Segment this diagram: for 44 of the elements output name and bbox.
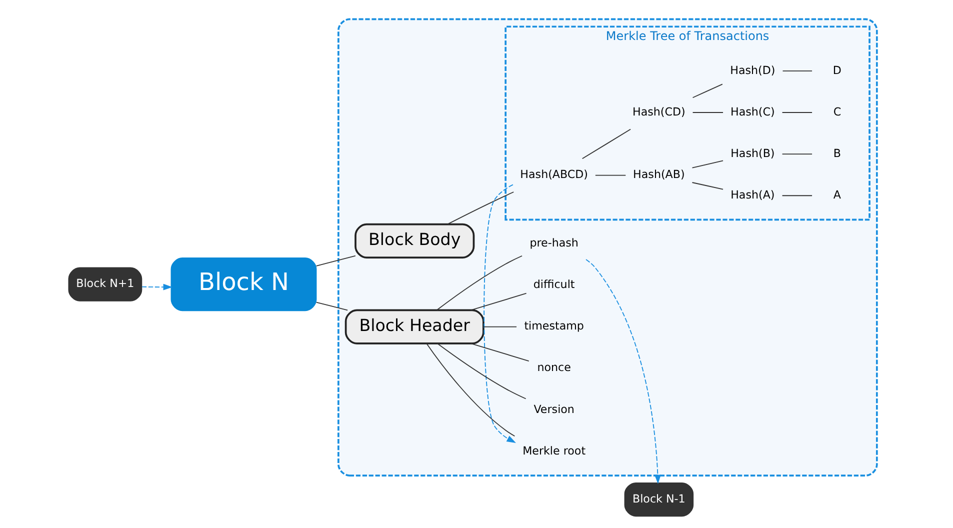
connector [470, 343, 530, 362]
connector [782, 112, 812, 113]
node-text: A [833, 188, 841, 202]
node-text: B [833, 146, 841, 160]
connector [483, 326, 517, 328]
connector [316, 302, 348, 311]
connector [782, 70, 812, 72]
connector [316, 255, 356, 266]
connector [582, 128, 631, 160]
connector [436, 255, 522, 310]
node-box: Block N [170, 258, 317, 312]
node-box: Block N+1 [68, 267, 142, 302]
node-text: Hash(ABCD) [520, 168, 588, 182]
node-box: Block Body [354, 223, 475, 258]
arrow [142, 284, 173, 290]
connector [594, 174, 626, 176]
connector [470, 292, 527, 311]
connector [782, 195, 812, 196]
node-text: Hash(C) [730, 105, 775, 118]
node-text: Hash(A) [730, 188, 775, 202]
connector [436, 343, 526, 400]
node-text: Hash(AB) [633, 168, 685, 182]
connector [692, 84, 723, 98]
node-text: Hash(B) [730, 146, 775, 160]
node-text: Hash(D) [730, 64, 776, 77]
arrow [586, 259, 661, 484]
node-text: pre-hash [530, 236, 578, 250]
connector [692, 182, 724, 190]
connector [782, 154, 812, 155]
node-text: Merkle root [522, 444, 586, 458]
node-text: nonce [537, 361, 571, 374]
node-box: Block N-1 [624, 482, 694, 517]
node-box: Block Header [344, 309, 484, 344]
node-text: C [833, 105, 842, 118]
connector [692, 160, 724, 168]
node-text: timestamp [524, 320, 584, 333]
arrow [484, 184, 516, 444]
node-text: Hash(CD) [632, 105, 686, 118]
connector [447, 192, 514, 225]
connector [426, 343, 516, 437]
node-text: Version [534, 402, 574, 416]
connector [692, 112, 724, 113]
node-text: D [832, 64, 842, 77]
node-text: difficult [533, 278, 575, 292]
